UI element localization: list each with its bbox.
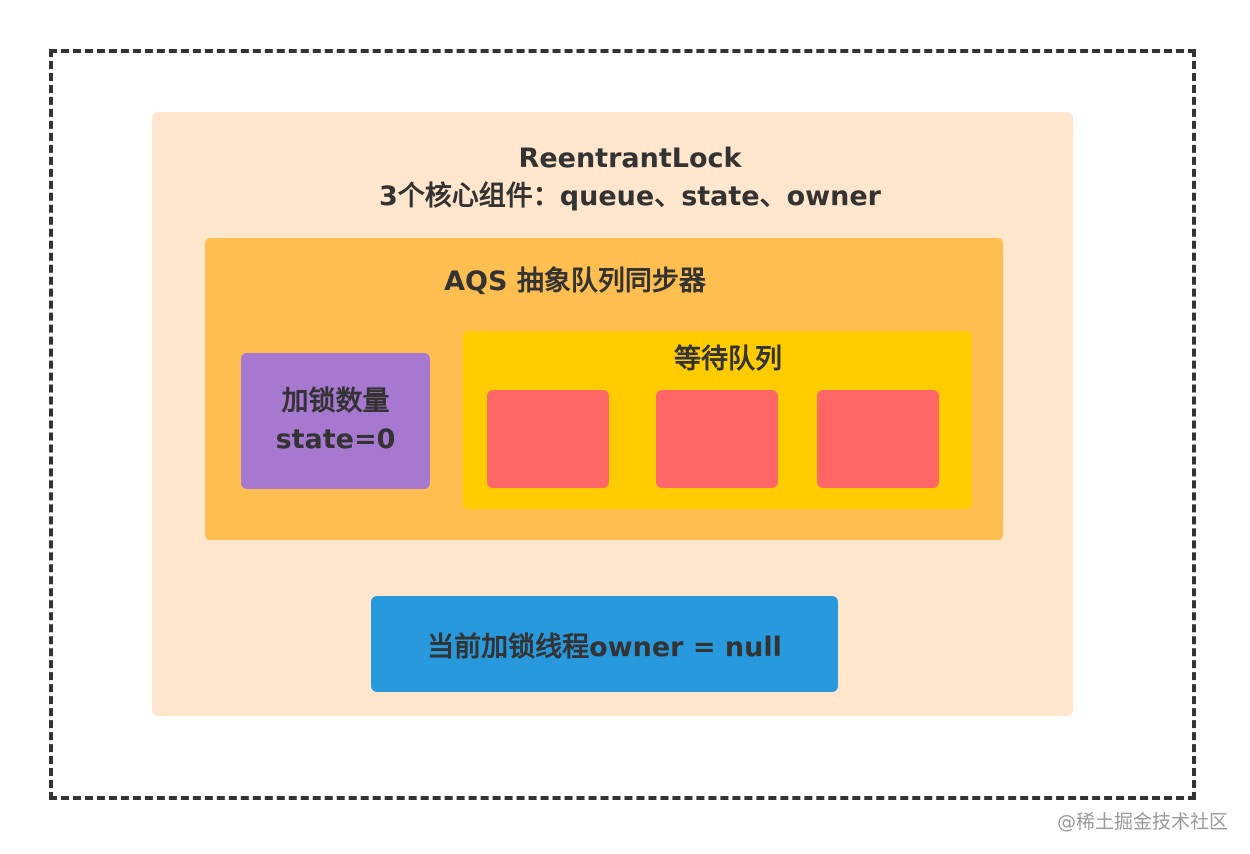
- wait-queue-title: 等待队列: [674, 344, 782, 375]
- watermark: @稀土掘金技术社区: [1056, 811, 1228, 833]
- state-box: 加锁数量 state=0: [241, 353, 430, 489]
- wait-queue-node: [487, 390, 609, 488]
- aqs-title: AQS 抽象队列同步器: [444, 266, 706, 297]
- owner-box: 当前加锁线程owner = null: [371, 596, 838, 692]
- wait-queue-node: [656, 390, 778, 488]
- wait-queue-node: [817, 390, 939, 488]
- reentrant-lock-title-line1: ReentrantLock: [518, 143, 742, 174]
- state-box-line1: 加锁数量: [281, 386, 390, 417]
- reentrant-lock-title: ReentrantLock 3个核心组件：queue、state、owner: [152, 140, 1108, 216]
- reentrant-lock-title-line2: 3个核心组件：queue、state、owner: [379, 181, 881, 212]
- state-box-line2: state=0: [275, 424, 396, 455]
- owner-box-label: 当前加锁线程owner = null: [427, 631, 782, 663]
- outer-dashed-frame: [49, 49, 1196, 800]
